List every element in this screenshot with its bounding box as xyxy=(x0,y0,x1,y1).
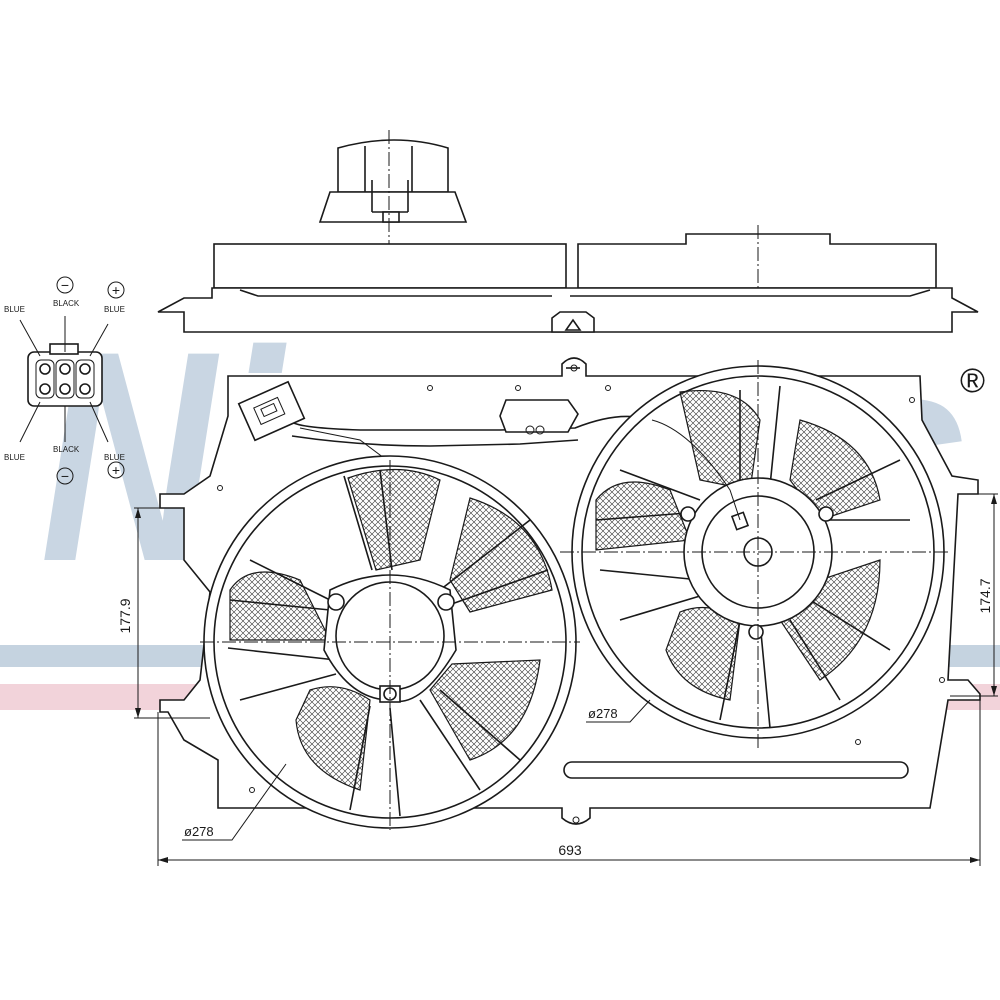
pin-label-top-right: BLUE xyxy=(104,305,125,314)
polarity-top-right: + xyxy=(112,282,120,298)
right-fan-spokes xyxy=(595,385,910,729)
dim-left-fan-diameter: ø278 xyxy=(184,824,214,839)
pin-label-top-center: BLACK xyxy=(53,299,80,308)
top-motor-cap xyxy=(337,139,449,193)
pin-label-bottom-left: BLUE xyxy=(4,453,25,462)
dimensions: 693 177.9 174.7 ø278 ø278 xyxy=(117,493,998,866)
pin-label-top-left: BLUE xyxy=(4,305,25,314)
top-view xyxy=(157,130,979,333)
registered-mark: ® xyxy=(960,362,985,400)
dim-overall-width: 693 xyxy=(558,842,582,858)
dim-left-height: 177.9 xyxy=(117,598,133,633)
wire-harness xyxy=(291,415,651,431)
top-right-housing xyxy=(577,233,937,289)
connector-pinout: BLUE BLACK BLUE BLUE BLACK BLUE − + − + xyxy=(4,276,125,485)
right-fan xyxy=(560,360,950,750)
top-left-housing xyxy=(213,243,567,289)
top-shroud-flange xyxy=(157,287,979,333)
harness-clip xyxy=(499,399,579,433)
pin-label-bottom-right: BLUE xyxy=(104,453,125,462)
fan-connector-plug xyxy=(237,380,306,442)
pin-label-bottom-center: BLACK xyxy=(53,445,80,454)
left-fan xyxy=(200,455,580,830)
dim-right-height: 174.7 xyxy=(977,578,993,613)
shroud-slot xyxy=(563,761,909,779)
dim-right-fan-diameter: ø278 xyxy=(588,706,618,721)
polarity-bottom-right: + xyxy=(112,462,120,478)
left-fan-blades xyxy=(229,468,553,791)
left-fan-spokes xyxy=(227,469,549,817)
polarity-top-center: − xyxy=(61,277,69,293)
polarity-bottom-center: − xyxy=(61,468,69,484)
